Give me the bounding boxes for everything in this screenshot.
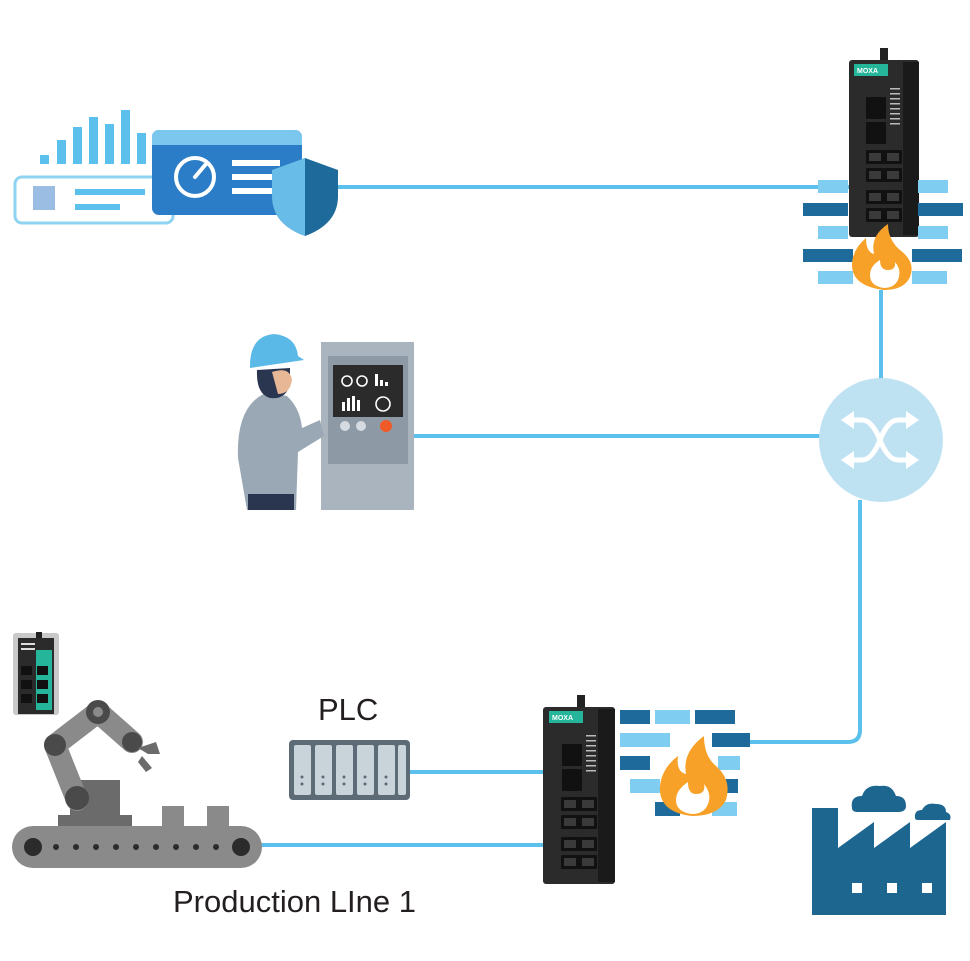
operator-hmi-icon xyxy=(237,334,414,510)
back-card-line xyxy=(75,189,145,195)
firewall-icon-bottom xyxy=(620,710,750,816)
production-line-label: Production LIne 1 xyxy=(173,884,417,919)
industrial-firewall-device-bottom: MOXA xyxy=(543,695,615,884)
back-card-square xyxy=(33,186,55,210)
device-brand-label: MOXA xyxy=(857,68,878,75)
back-card-line xyxy=(75,204,120,210)
industrial-firewall-device-top: MOXA xyxy=(849,48,919,237)
bar-chart-bar xyxy=(73,127,82,164)
plc-rack-icon xyxy=(289,740,410,800)
gauge-icon xyxy=(174,156,216,198)
robot-arm-conveyor-icon xyxy=(12,700,262,868)
bar-chart-bar xyxy=(121,110,130,164)
link-switch-bottom-firewall xyxy=(740,500,862,744)
firewall-icon-top xyxy=(803,180,963,290)
factory-icon xyxy=(812,785,951,915)
bar-chart-bar xyxy=(137,133,146,164)
operator-body xyxy=(237,392,324,510)
connection-lines xyxy=(260,185,883,847)
bar-chart-bar xyxy=(105,124,114,164)
cloud-icon xyxy=(914,803,951,820)
device-brand-label: MOXA xyxy=(552,715,573,722)
hard-hat-icon xyxy=(250,334,304,368)
dashboard-shield-icon xyxy=(13,110,338,236)
cloud-icon xyxy=(851,785,906,812)
network-switch-icon xyxy=(819,378,943,502)
conveyor-box xyxy=(207,806,229,826)
conveyor-box xyxy=(162,806,184,826)
bar-chart-bar xyxy=(89,117,98,164)
bar-chart-bar xyxy=(57,140,66,164)
plc-label: PLC xyxy=(318,692,379,727)
edge-switch-device-small xyxy=(13,632,59,715)
bar-chart-bar xyxy=(40,155,49,164)
